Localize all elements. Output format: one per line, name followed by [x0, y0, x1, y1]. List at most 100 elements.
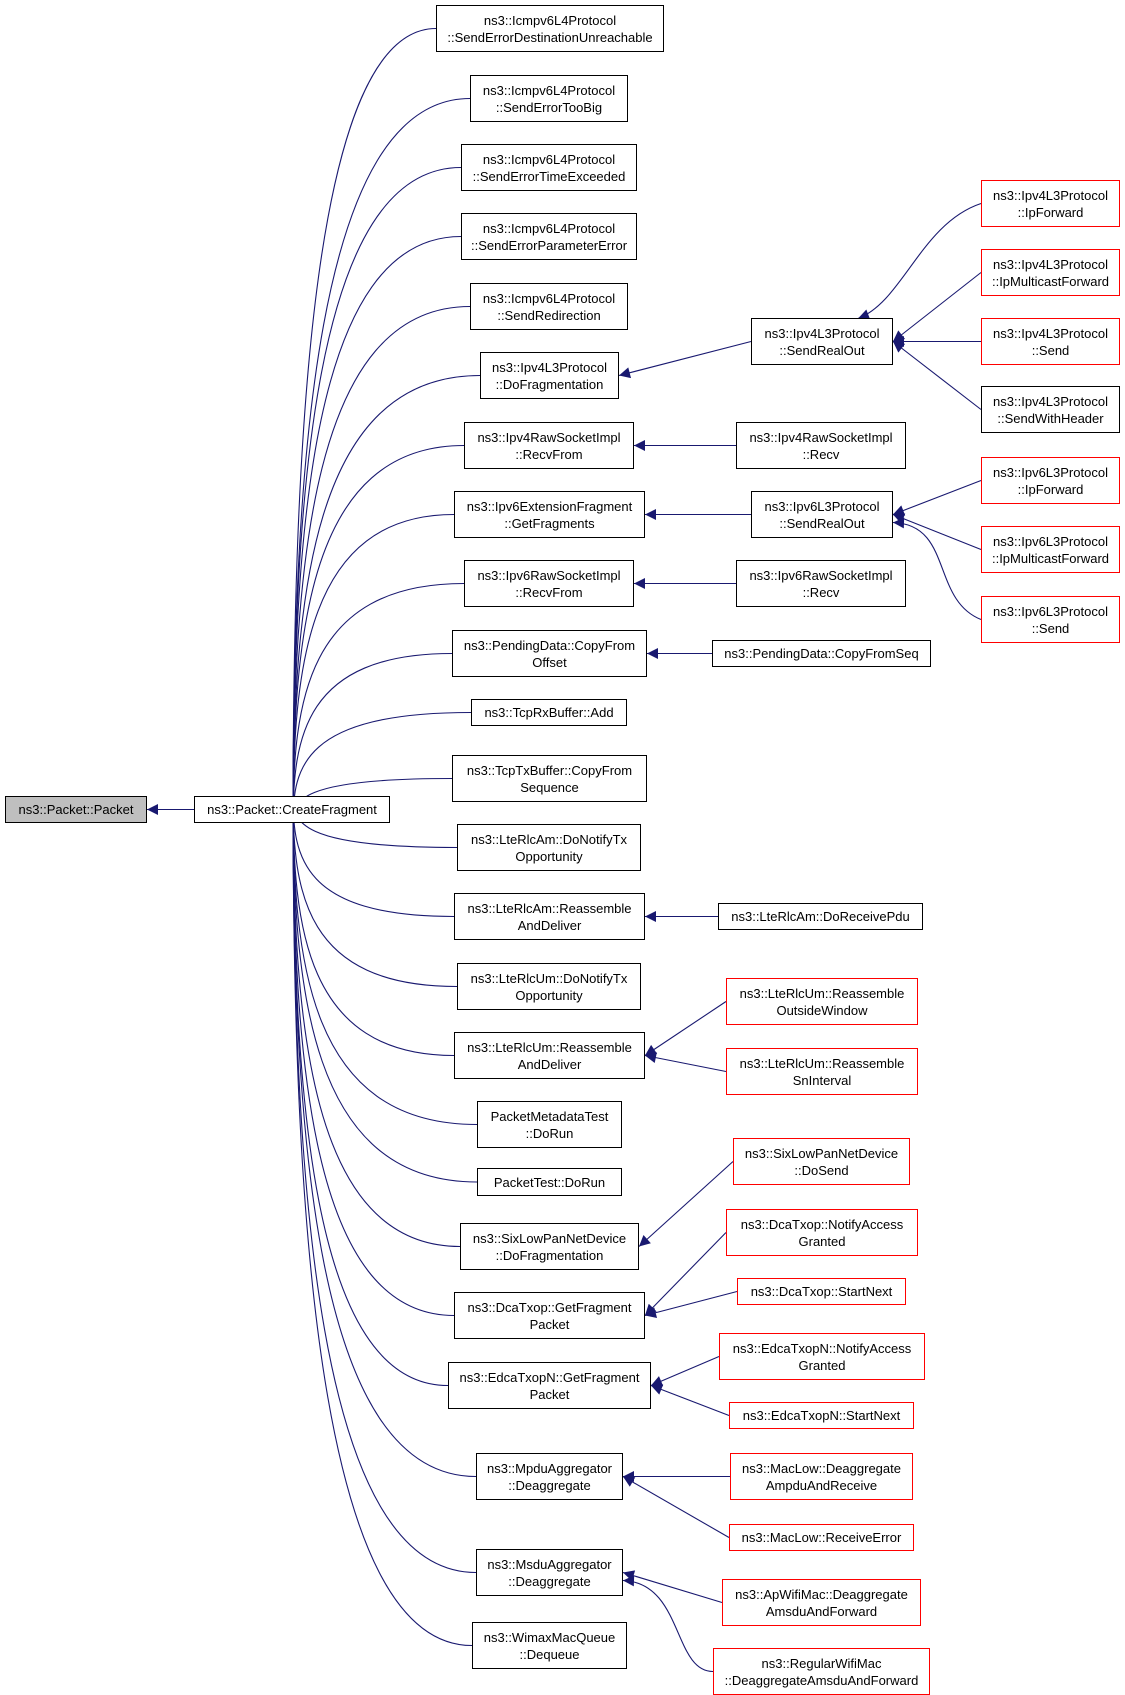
node-ipv6raw-recvfrom[interactable]: ns3::Ipv6RawSocketImpl::RecvFrom [464, 560, 634, 607]
node-label-line: ns3::Ipv4L3Protocol [993, 325, 1108, 341]
node-tcprx-add[interactable]: ns3::TcpRxBuffer::Add [471, 699, 627, 726]
edge-msdu-deagg-to-create-fragment [287, 795, 477, 1574]
node-ipv6-ipmcast[interactable]: ns3::Ipv6L3Protocol::IpMulticastForward [981, 526, 1120, 573]
node-label-line: ::SendErrorTimeExceeded [472, 168, 626, 184]
node-sixlow-dofrag[interactable]: ns3::SixLowPanNetDevice::DoFragmentation [460, 1223, 639, 1270]
node-sixlow-dosend[interactable]: ns3::SixLowPanNetDevice::DoSend [733, 1138, 910, 1185]
node-label-line: Offset [532, 654, 567, 670]
node-label-line: ::DoSend [794, 1162, 849, 1178]
node-ipv6raw-recv[interactable]: ns3::Ipv6RawSocketImpl::Recv [736, 560, 906, 607]
node-label-line: ns3::Ipv4L3Protocol [993, 256, 1108, 272]
node-icmp-unreach[interactable]: ns3::Icmpv6L4Protocol::SendErrorDestinat… [436, 5, 664, 52]
node-label-line: Packet [529, 1386, 570, 1402]
node-label-line: PacketMetadataTest [490, 1108, 609, 1124]
node-label-line: ns3::Ipv6L3Protocol [993, 603, 1108, 619]
edge-ipv4raw-recvfrom-to-create-fragment [287, 444, 465, 824]
node-label-line: ns3::DcaTxop::GetFragment [467, 1299, 632, 1315]
edge-regwifi-deagg-to-msdu-deagg [622, 1575, 714, 1673]
node-label-line: ::SendWithHeader [997, 410, 1104, 426]
node-label-line: ::Recv [802, 446, 840, 462]
node-label-line: ::SendRealOut [779, 342, 865, 358]
node-label-line: ns3::EdcaTxopN::GetFragment [459, 1369, 640, 1385]
node-ipv4raw-recv[interactable]: ns3::Ipv4RawSocketImpl::Recv [736, 422, 906, 469]
node-label-line: ns3::DcaTxop::NotifyAccess [740, 1216, 904, 1232]
node-pt-dorun[interactable]: PacketTest::DoRun [477, 1168, 622, 1196]
node-ipv4-ipforward[interactable]: ns3::Ipv4L3Protocol::IpForward [981, 180, 1120, 227]
node-label-line: ns3::SixLowPanNetDevice [472, 1230, 627, 1246]
edge-icmp-redir-to-create-fragment [287, 305, 471, 824]
edge-ipv4-ipmcast-to-ipv4-sendrealout [892, 272, 982, 342]
node-regwifi-deagg[interactable]: ns3::RegularWifiMac::DeaggregateAmsduAnd… [713, 1648, 930, 1695]
node-label-line: ::DeaggregateAmsduAndForward [724, 1672, 919, 1688]
node-label-line: Packet [529, 1316, 570, 1332]
edge-ipv6-send-to-ipv6-sendrealout [892, 517, 982, 621]
node-label-line: ns3::Ipv6ExtensionFragment [466, 498, 633, 514]
node-label-line: ::Deaggregate [508, 1477, 591, 1493]
node-label-line: PacketTest::DoRun [493, 1174, 606, 1190]
node-rlcam-doreceive[interactable]: ns3::LteRlcAm::DoReceivePdu [718, 903, 923, 930]
edge-sixlow-dosend-to-sixlow-dofrag [638, 1161, 734, 1247]
node-packet-ctor[interactable]: ns3::Packet::Packet [5, 796, 147, 823]
node-msdu-deagg[interactable]: ns3::MsduAggregator::Deaggregate [476, 1549, 623, 1596]
node-ipv4-dofrag[interactable]: ns3::Ipv4L3Protocol::DoFragmentation [480, 352, 619, 399]
edge-icmp-param-to-create-fragment [287, 235, 462, 824]
node-label-line: ::IpForward [1017, 481, 1084, 497]
node-pmt-dorun[interactable]: PacketMetadataTest::DoRun [477, 1101, 622, 1148]
node-label-line: OutsideWindow [776, 1002, 868, 1018]
node-ipv6-ipforward[interactable]: ns3::Ipv6L3Protocol::IpForward [981, 457, 1120, 504]
edge-ipv4-sendwithheader-to-ipv4-sendrealout [892, 341, 982, 410]
node-label-line: ns3::LteRlcUm::Reassemble [739, 1055, 905, 1071]
edge-apwifi-deagg-to-msdu-deagg [622, 1570, 723, 1604]
node-label-line: ::Dequeue [519, 1646, 580, 1662]
node-ipv6ext-getfrag[interactable]: ns3::Ipv6ExtensionFragment::GetFragments [454, 491, 645, 538]
edge-ipv6raw-recvfrom-to-create-fragment [287, 582, 465, 824]
node-label-line: ns3::Ipv6L3Protocol [993, 464, 1108, 480]
node-label-line: ::SendErrorDestinationUnreachable [447, 29, 653, 45]
node-label-line: ns3::Ipv6RawSocketImpl [749, 567, 893, 583]
node-wimax-dequeue[interactable]: ns3::WimaxMacQueue::Dequeue [472, 1622, 627, 1669]
node-create-fragment[interactable]: ns3::Packet::CreateFragment [194, 796, 390, 823]
node-icmp-toobig[interactable]: ns3::Icmpv6L4Protocol::SendErrorTooBig [470, 75, 628, 122]
node-mpdu-deagg[interactable]: ns3::MpduAggregator::Deaggregate [476, 1453, 623, 1500]
node-label-line: ns3::PendingData::CopyFromSeq [724, 646, 919, 661]
node-ipv4raw-recvfrom[interactable]: ns3::Ipv4RawSocketImpl::RecvFrom [464, 422, 634, 469]
node-label-line: ::DoFragmentation [495, 1247, 604, 1263]
node-icmp-time[interactable]: ns3::Icmpv6L4Protocol::SendErrorTimeExce… [461, 144, 637, 191]
node-label-line: ns3::LteRlcUm::Reassemble [739, 985, 905, 1001]
node-ipv4-ipmcast[interactable]: ns3::Ipv4L3Protocol::IpMulticastForward [981, 249, 1120, 296]
node-label-line: ns3::LteRlcUm::DoNotifyTx [470, 970, 628, 986]
node-ipv4-send[interactable]: ns3::Ipv4L3Protocol::Send [981, 318, 1120, 365]
node-ipv6-sendrealout[interactable]: ns3::Ipv6L3Protocol::SendRealOut [751, 491, 893, 538]
node-label-line: ns3::Icmpv6L4Protocol [482, 82, 616, 98]
node-label-line: ns3::ApWifiMac::Deaggregate [735, 1586, 908, 1602]
edge-icmp-unreach-to-create-fragment [287, 27, 437, 824]
node-ipv4-sendrealout[interactable]: ns3::Ipv4L3Protocol::SendRealOut [751, 318, 893, 365]
node-label-line: AmpduAndReceive [765, 1477, 878, 1493]
node-dca-startnext[interactable]: ns3::DcaTxop::StartNext [737, 1278, 906, 1305]
node-label-line: ns3::MacLow::Deaggregate [742, 1460, 901, 1476]
edge-edca-notify-to-edca-getfrag [650, 1355, 720, 1387]
node-icmp-param[interactable]: ns3::Icmpv6L4Protocol::SendErrorParamete… [461, 213, 637, 260]
node-pending-copyfromseq[interactable]: ns3::PendingData::CopyFromSeq [712, 640, 931, 667]
node-ipv4-sendwithheader[interactable]: ns3::Ipv4L3Protocol::SendWithHeader [981, 386, 1120, 433]
node-maclow-rxerror[interactable]: ns3::MacLow::ReceiveError [729, 1524, 914, 1551]
node-edca-startnext[interactable]: ns3::EdcaTxopN::StartNext [729, 1402, 914, 1429]
edge-edca-startnext-to-edca-getfrag [650, 1384, 730, 1417]
node-icmp-redir[interactable]: ns3::Icmpv6L4Protocol::SendRedirection [470, 283, 628, 330]
node-ipv6-send[interactable]: ns3::Ipv6L3Protocol::Send [981, 596, 1120, 643]
